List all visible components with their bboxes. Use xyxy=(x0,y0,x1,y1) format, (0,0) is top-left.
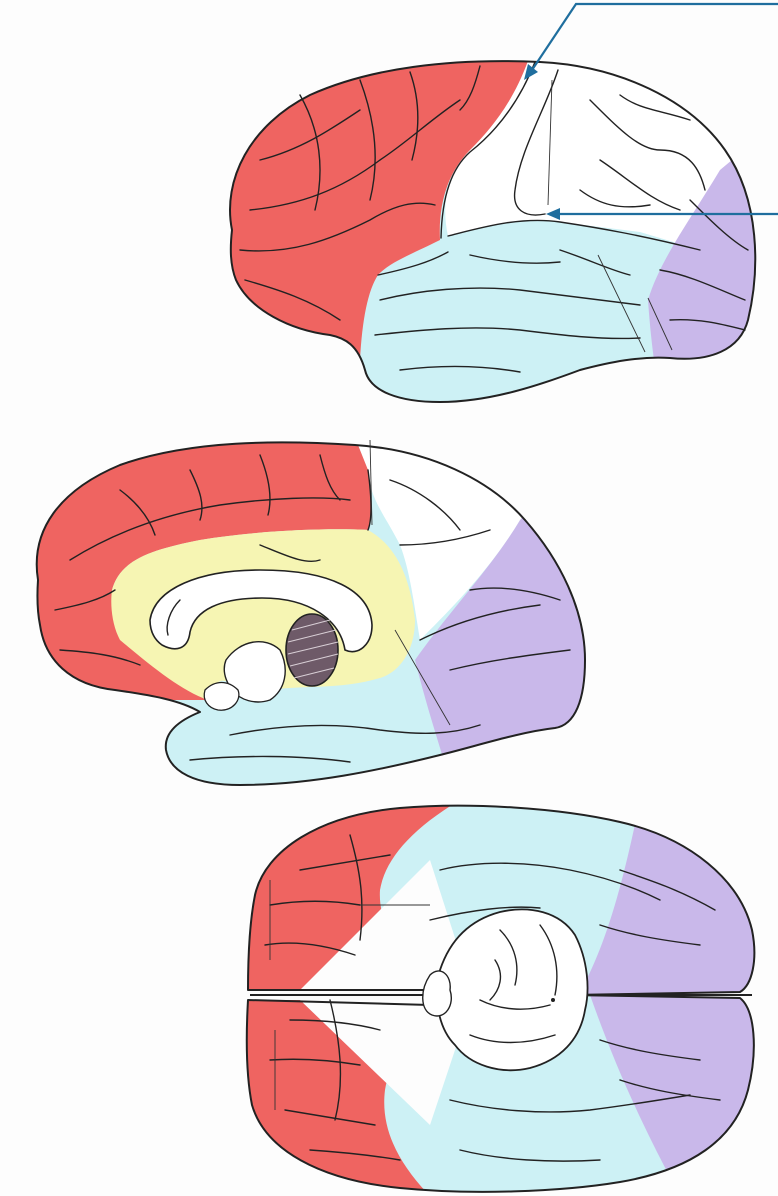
medial-view xyxy=(20,430,600,800)
inf-dot xyxy=(551,998,555,1002)
pointer-line-upper xyxy=(532,4,778,70)
med-optic-chiasm xyxy=(204,683,239,711)
lateral-view xyxy=(200,40,778,420)
inf-optic-chiasm xyxy=(423,971,452,1016)
inferior-view xyxy=(240,800,770,1196)
